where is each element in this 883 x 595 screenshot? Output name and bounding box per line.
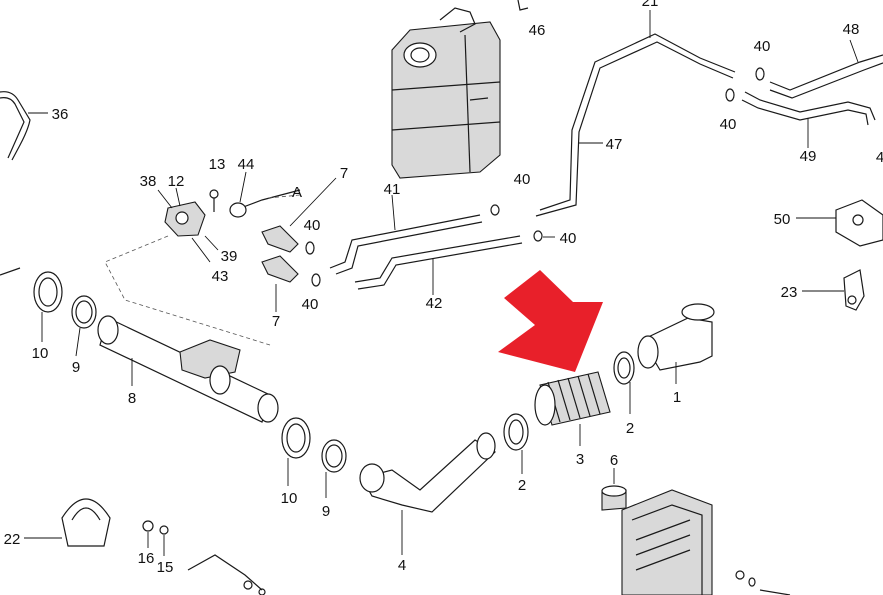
callout-41: 41	[384, 181, 401, 198]
bracket-23	[802, 269, 865, 311]
callout-4-edge: 4	[876, 149, 883, 166]
callout-7-lower: 7	[272, 313, 280, 330]
callout-1: 1	[673, 389, 681, 406]
callout-40-f: 40	[302, 296, 319, 313]
callout-48: 48	[843, 21, 860, 38]
callout-A: A	[292, 184, 302, 201]
callout-49: 49	[800, 148, 817, 165]
bracket-50	[796, 199, 883, 247]
callout-8: 8	[128, 390, 136, 407]
callout-15: 15	[157, 559, 174, 576]
callout-3: 3	[576, 451, 584, 468]
clamp-2-upper	[613, 351, 635, 414]
sensor-assembly	[104, 171, 301, 346]
clamp-10-upper	[0, 267, 97, 357]
callout-23: 23	[781, 284, 798, 301]
callout-9-lower: 9	[322, 503, 330, 520]
callout-40-a: 40	[754, 38, 771, 55]
highlight-arrow	[498, 270, 603, 372]
pipe-41	[329, 194, 500, 275]
callout-12: 12	[168, 173, 185, 190]
pipe-48	[769, 39, 883, 99]
part-6-bushing	[601, 468, 627, 511]
callout-13: 13	[209, 156, 226, 173]
callout-10-lower: 10	[281, 490, 298, 507]
valves-7	[261, 177, 337, 312]
elbow-pipe-4	[359, 432, 496, 555]
callout-36: 36	[52, 106, 69, 123]
pipe-47	[535, 10, 736, 217]
elbow-1	[637, 303, 715, 384]
callout-21: 21	[642, 0, 659, 10]
callout-2-upper: 2	[626, 420, 634, 437]
callout-9-upper: 9	[72, 359, 80, 376]
fluid-tank	[391, 0, 529, 179]
callout-47: 47	[606, 136, 623, 153]
o-rings-40-top	[725, 67, 765, 102]
callout-39: 39	[221, 248, 238, 265]
pipe-42	[354, 230, 555, 295]
bellows-3	[534, 371, 611, 446]
callout-42: 42	[426, 295, 443, 312]
pipe-49	[741, 91, 876, 148]
callout-40-e: 40	[304, 217, 321, 234]
clamp-2-lower	[503, 413, 529, 474]
callout-46: 46	[529, 22, 546, 39]
callout-50: 50	[774, 211, 791, 228]
callout-22: 22	[4, 531, 21, 548]
callout-6: 6	[610, 452, 618, 469]
callout-44: 44	[238, 156, 255, 173]
callout-10-upper: 10	[32, 345, 49, 362]
callout-38: 38	[140, 173, 157, 190]
callout-7-upper: 7	[340, 165, 348, 182]
callout-40-c: 40	[514, 171, 531, 188]
callout-2-lower: 2	[518, 477, 526, 494]
callout-40-d: 40	[560, 230, 577, 247]
clamp-10-lower	[281, 417, 347, 498]
callout-labels: 1 2 2 3 4 6 7 7 8 9 9 10 10 12 13 15 16 …	[4, 0, 883, 576]
pipe-8	[97, 315, 279, 423]
callout-16: 16	[138, 550, 155, 567]
callout-40-b: 40	[720, 116, 737, 133]
control-module	[621, 489, 791, 595]
part-36-bracket	[0, 91, 48, 161]
callout-4: 4	[398, 557, 406, 574]
bracket-22	[24, 498, 266, 595]
callout-43: 43	[212, 268, 229, 285]
